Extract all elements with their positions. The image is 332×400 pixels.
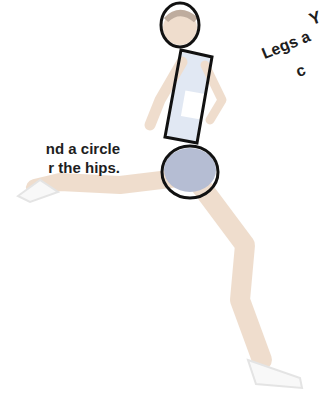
front-leg xyxy=(198,182,262,360)
back-leg xyxy=(35,178,178,188)
hip-circle xyxy=(162,146,218,198)
head xyxy=(163,11,197,45)
head-circle xyxy=(161,3,199,47)
front-shoe xyxy=(248,360,302,388)
annotation-text: Y xyxy=(307,1,332,29)
shorts xyxy=(164,148,216,192)
annotation-text: nd a circle r the hips. xyxy=(42,139,120,177)
annotation-text: Legs a xyxy=(259,15,332,63)
back-shoe xyxy=(18,180,58,202)
faded-runner-photo xyxy=(18,11,302,388)
annotation-text: c xyxy=(293,52,328,81)
far-arm xyxy=(205,65,222,120)
torso-rectangle xyxy=(165,50,212,143)
hair xyxy=(166,13,196,20)
